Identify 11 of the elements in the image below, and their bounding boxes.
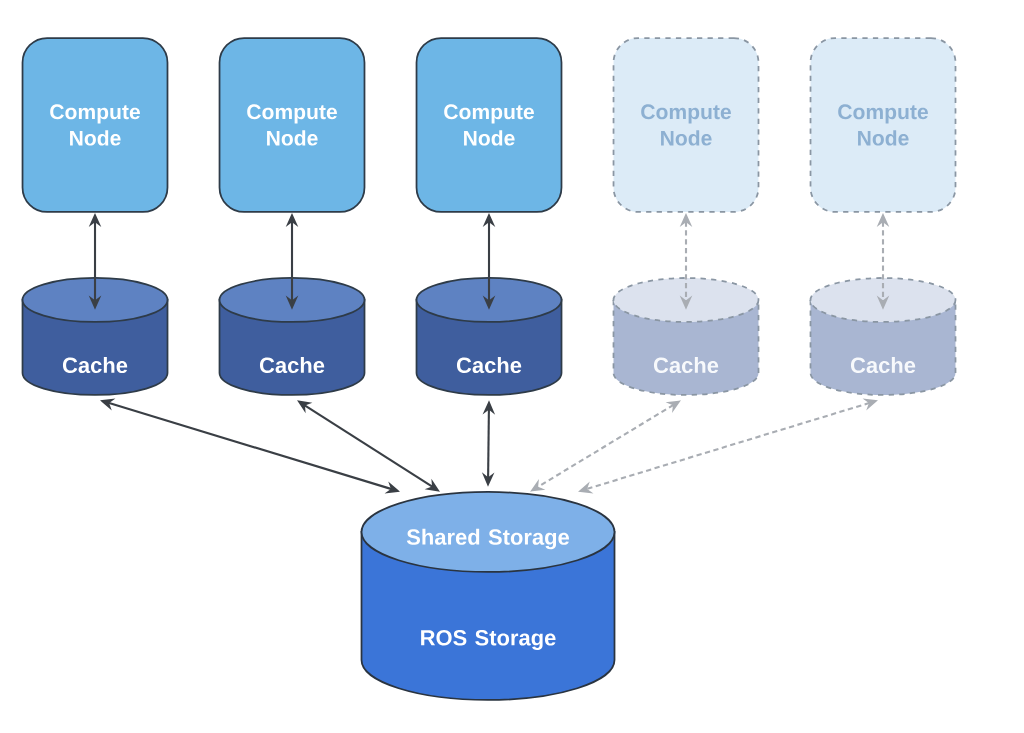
- cache-cylinder: Cache: [415, 277, 563, 396]
- compute-node-box: Compute Node: [612, 37, 760, 213]
- cache-cylinder: Cache: [612, 277, 760, 396]
- compute-node-box: Compute Node: [218, 37, 366, 213]
- storage-cylinder: Shared Storage ROS Storage: [360, 491, 616, 701]
- compute-node-box: Compute Node: [415, 37, 563, 213]
- compute-node-box: Compute Node: [809, 37, 957, 213]
- cache-cylinder: Cache: [809, 277, 957, 396]
- cache-cylinder: Cache: [21, 277, 169, 396]
- cache-cylinder: Cache: [218, 277, 366, 396]
- compute-node-box: Compute Node: [21, 37, 169, 213]
